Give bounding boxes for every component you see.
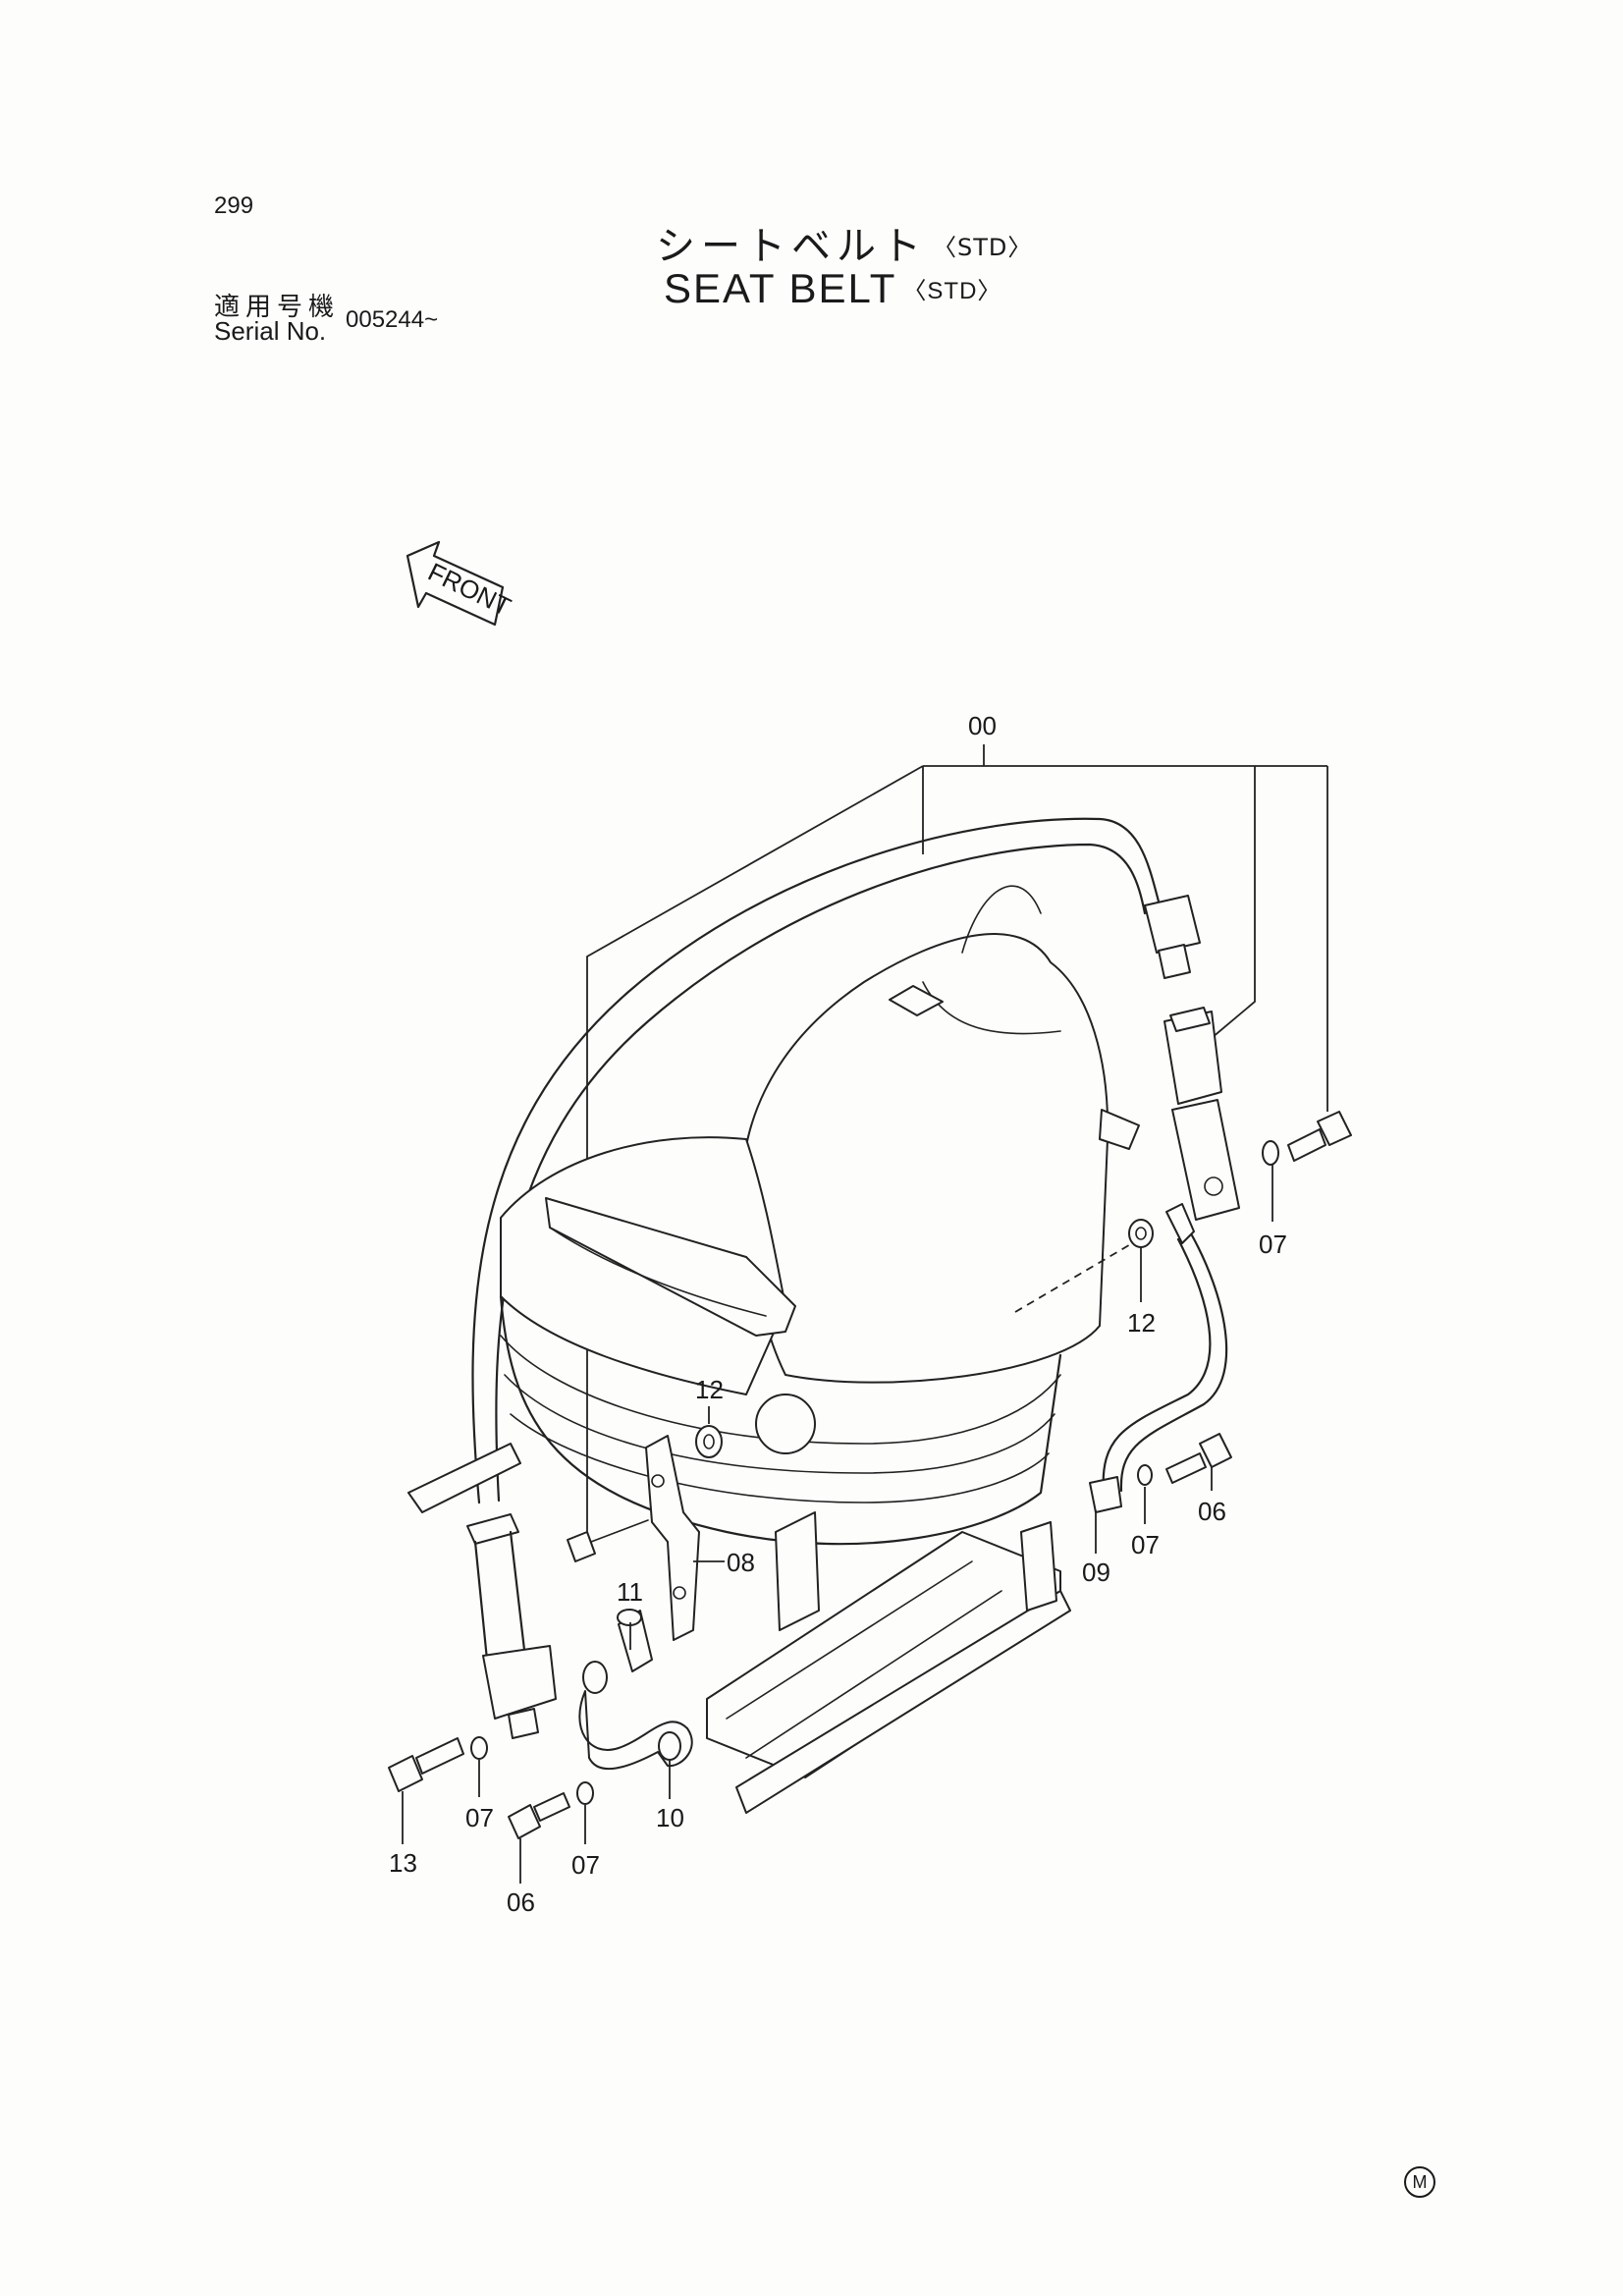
lap-belt-lower-part [466,1513,557,1739]
installation-dashline [1014,1238,1140,1313]
title-jp-variant: 〈STD〉 [933,234,1033,261]
title-japanese: シートベルト〈STD〉 [656,214,1032,271]
washer-left-part [470,1736,488,1760]
callout-07-mid: 07 [1131,1530,1160,1559]
callout-leaders [402,1165,1273,1884]
page-number: 299 [214,192,254,219]
callout-07-left: 07 [465,1803,494,1832]
callout-06-right: 06 [1198,1497,1226,1526]
strap-part-10 [578,1661,693,1771]
bolt-left-part [567,1519,649,1562]
belt-tongue-part [1144,895,1201,979]
seat-suspension [499,1294,1062,1546]
bracket-left-part [645,1435,700,1641]
callout-12-right: 12 [1127,1308,1156,1338]
callout-11: 11 [617,1577,643,1607]
seat-cushion [500,1136,796,1395]
callout-06-left: 06 [507,1887,535,1917]
callout-13: 13 [389,1848,417,1878]
callout-07-right: 07 [1259,1230,1287,1259]
serial-range: 005244~ [346,306,439,333]
callout-10: 10 [656,1803,684,1832]
seat-base-rails [407,1443,1071,1814]
collar-part [617,1609,653,1672]
callout-07-bottom: 07 [571,1850,600,1880]
washer-bottom-part [576,1781,594,1805]
front-arrow-icon: FRONT [406,540,515,627]
corner-mark: M [1404,2166,1435,2198]
bolt-part-13 [388,1737,464,1792]
title-en-variant: 〈STD〉 [902,278,1002,304]
anchor-strap-right-part [1089,1203,1228,1513]
buckle-receptacle-part [1163,1007,1240,1221]
seat-backrest [740,885,1140,1384]
bolt-part-06-left [508,1792,570,1839]
callout-00: 00 [968,711,997,740]
title-english: SEAT BELT〈STD〉 [664,265,1001,312]
title-jp-text: シートベルト [656,224,927,269]
spacer-right-part [1128,1219,1154,1248]
bolt-upper-right-part [1262,1111,1352,1166]
callout-12-left: 12 [695,1375,724,1404]
title-en-text: SEAT BELT [664,265,897,311]
bolt-right-part [1137,1433,1232,1486]
callout-08: 08 [727,1548,755,1577]
serial-label-english: Serial No. [214,316,327,346]
spacer-left-part [695,1425,723,1458]
serial-label-japanese: 適用号機 [214,293,341,322]
callout-09: 09 [1082,1558,1110,1587]
